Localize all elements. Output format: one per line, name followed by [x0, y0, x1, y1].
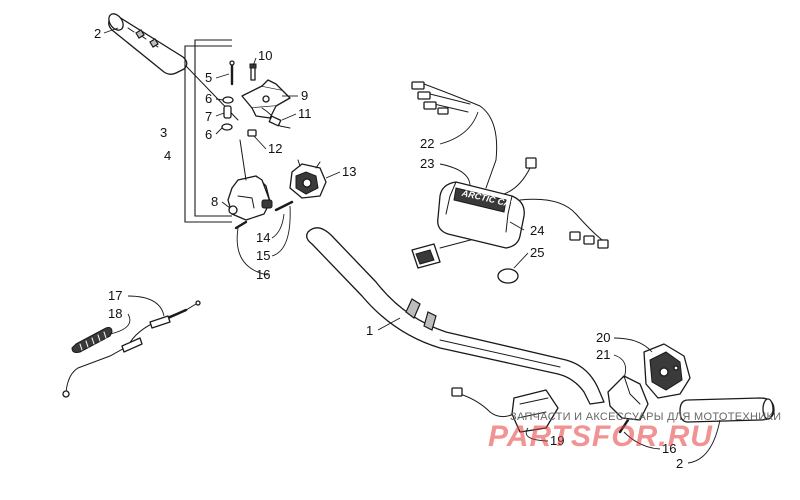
handlebar-tube — [306, 227, 605, 405]
cable-sleeve — [71, 327, 113, 353]
callout-12: 12 — [268, 141, 282, 156]
throttle-lever-housing — [607, 375, 649, 421]
handlebar-pad: ARCTIC CAT — [437, 181, 525, 249]
brake-lever-housing — [241, 79, 291, 119]
pivot-pin — [229, 60, 235, 86]
callout-9: 9 — [301, 88, 308, 103]
housing-screw-right — [274, 200, 294, 212]
brake-switch-wire — [261, 107, 291, 129]
callout-11: 11 — [298, 106, 312, 121]
watermark-brand: PARTSFOR.RU — [488, 420, 713, 453]
wire-harness — [411, 81, 609, 269]
callout-2-right: 2 — [676, 456, 683, 471]
callout-14: 14 — [256, 230, 270, 245]
switch-nut — [247, 129, 257, 137]
callout-24: 24 — [530, 223, 544, 238]
callout-16-left: 16 — [256, 267, 270, 282]
callout-23: 23 — [420, 156, 434, 171]
callout-19: 19 — [550, 433, 564, 448]
washer-bottom — [221, 123, 233, 131]
throttle-cable — [62, 300, 201, 398]
callout-3: 3 — [160, 125, 167, 140]
callout-21: 21 — [596, 347, 610, 362]
pad-retaining-clip — [497, 268, 519, 284]
lower-switch-harness — [451, 387, 559, 433]
washer-top — [222, 96, 234, 104]
right-switch-housing — [643, 343, 691, 399]
callout-18: 18 — [108, 306, 122, 321]
callout-15: 15 — [256, 248, 270, 263]
bushing — [223, 105, 232, 119]
callout-4: 4 — [164, 148, 171, 163]
callout-labels: 2 3 4 5 6 7 6 10 9 11 12 13 8 14 15 16 1… — [94, 26, 683, 471]
callout-17: 17 — [108, 288, 122, 303]
housing-screw-left — [234, 220, 248, 230]
callout-22: 22 — [420, 136, 434, 151]
callout-5: 5 — [205, 70, 212, 85]
callout-20: 20 — [596, 330, 610, 345]
adjuster-screw — [249, 63, 257, 81]
callout-25: 25 — [530, 245, 544, 260]
callout-1: 1 — [366, 323, 373, 338]
callout-13: 13 — [342, 164, 356, 179]
callout-2-left: 2 — [94, 26, 101, 41]
watermark-tagline: ЗАПЧАСТИ И АКСЕССУАРЫ ДЛЯ МОТОТЕХНИКИ — [510, 411, 781, 423]
watermark: ЗАПЧАСТИ И АКСЕССУАРЫ ДЛЯ МОТОТЕХНИКИ PA… — [488, 411, 781, 453]
left-switch-housing — [227, 175, 273, 221]
right-hand-grip — [679, 397, 775, 423]
callout-10: 10 — [258, 48, 272, 63]
callout-6-bottom: 6 — [205, 127, 212, 142]
callout-16-right: 16 — [662, 441, 676, 456]
callout-8: 8 — [211, 194, 218, 209]
callout-7: 7 — [205, 109, 212, 124]
throttle-switch-module — [289, 159, 327, 199]
callout-6-top: 6 — [205, 91, 212, 106]
assembly-bracket-3-4 — [184, 39, 232, 223]
left-hand-grip — [108, 13, 239, 121]
leader-lines — [103, 27, 721, 464]
right-housing-screw — [618, 418, 630, 434]
